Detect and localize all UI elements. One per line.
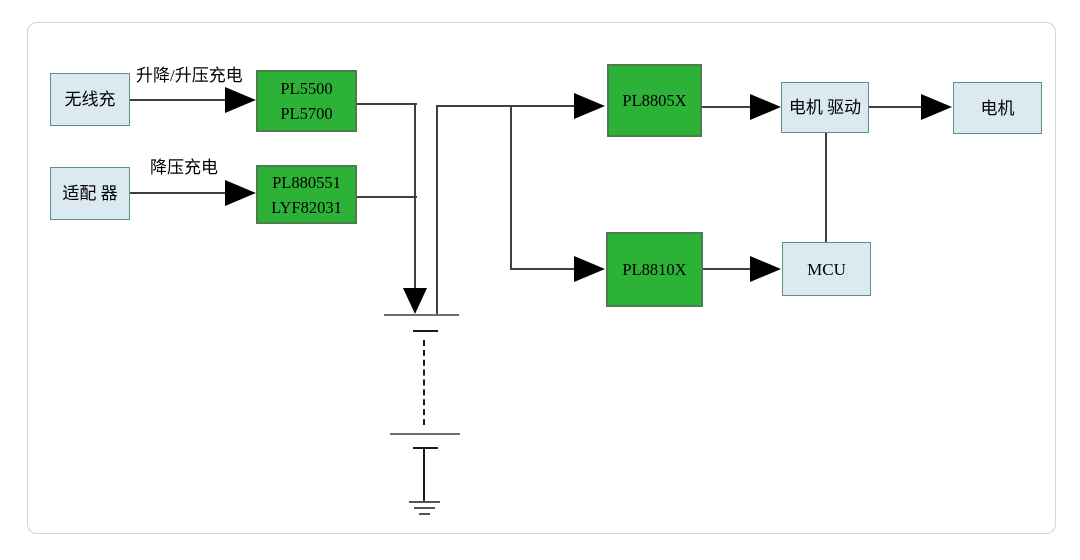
node-pl8810x: PL8810X xyxy=(606,232,703,307)
label-buck-charge: 降压充电 xyxy=(150,158,218,177)
arrowhead-into-pl880551 xyxy=(225,180,256,206)
arrowhead-into-motor xyxy=(921,94,952,120)
ground-line-1 xyxy=(409,501,440,503)
node-label: 电机 驱动 xyxy=(788,98,862,117)
battery-plate-long-2 xyxy=(390,433,460,435)
node-label-line2: LYF82031 xyxy=(271,197,342,217)
connector-bus-to-pl8810x xyxy=(510,268,576,270)
connector-rail-to-battery xyxy=(414,103,416,289)
battery-cells-dashed-line xyxy=(423,340,425,425)
connector-pl880551-output xyxy=(357,196,417,198)
label-buck-boost-charge: 升降/升压充电 xyxy=(136,66,243,85)
battery-plate-long-1 xyxy=(384,314,459,316)
node-pl880551-lyf82031: PL880551 LYF82031 xyxy=(256,165,357,224)
node-label: 电机 xyxy=(980,98,1015,118)
connector-bus-to-pl8805x xyxy=(436,105,576,107)
node-motor: 电机 xyxy=(953,82,1042,134)
node-label-line1: PL880551 xyxy=(272,172,341,192)
connector-wireless-to-pl5500 xyxy=(130,99,230,101)
arrowhead-into-pl8810x xyxy=(574,256,605,282)
connector-pl5500-output xyxy=(357,103,417,105)
arrowhead-into-battery xyxy=(403,288,427,314)
node-label: PL8810X xyxy=(622,260,687,279)
ground-line-3 xyxy=(419,513,430,515)
connector-motor-drive-to-motor xyxy=(869,106,924,108)
node-label: 无线充 xyxy=(64,90,116,109)
node-label: MCU xyxy=(807,259,846,279)
arrowhead-into-motor-drive xyxy=(750,94,781,120)
connector-pl8810x-to-mcu xyxy=(703,268,753,270)
battery-plate-short-1 xyxy=(413,330,438,332)
node-label-line2: PL5700 xyxy=(280,104,333,123)
connector-pl8805x-to-motor-drive xyxy=(702,106,752,108)
node-mcu: MCU xyxy=(782,242,871,296)
connector-adapter-to-pl880551 xyxy=(130,192,230,194)
node-pl5500-pl5700: PL5500 PL5700 xyxy=(256,70,357,132)
arrowhead-into-pl8805x xyxy=(574,93,605,119)
arrowhead-into-mcu xyxy=(750,256,781,282)
connector-battery-to-bus xyxy=(436,105,438,315)
battery-plate-short-2 xyxy=(413,447,438,449)
battery-ground-wire xyxy=(423,449,425,502)
node-label-line1: PL5500 xyxy=(280,79,333,98)
connector-bus-branch-down xyxy=(510,105,512,270)
node-wireless-charger: 无线充 xyxy=(50,73,130,126)
node-pl8805x: PL8805X xyxy=(607,64,702,137)
node-label: 适配 器 xyxy=(62,184,118,203)
node-adapter: 适配 器 xyxy=(50,167,130,220)
ground-line-2 xyxy=(414,507,435,509)
node-motor-drive: 电机 驱动 xyxy=(781,82,869,133)
node-label: PL8805X xyxy=(622,91,687,110)
arrowhead-into-pl5500 xyxy=(225,87,256,113)
connector-motor-drive-to-mcu xyxy=(825,133,827,242)
